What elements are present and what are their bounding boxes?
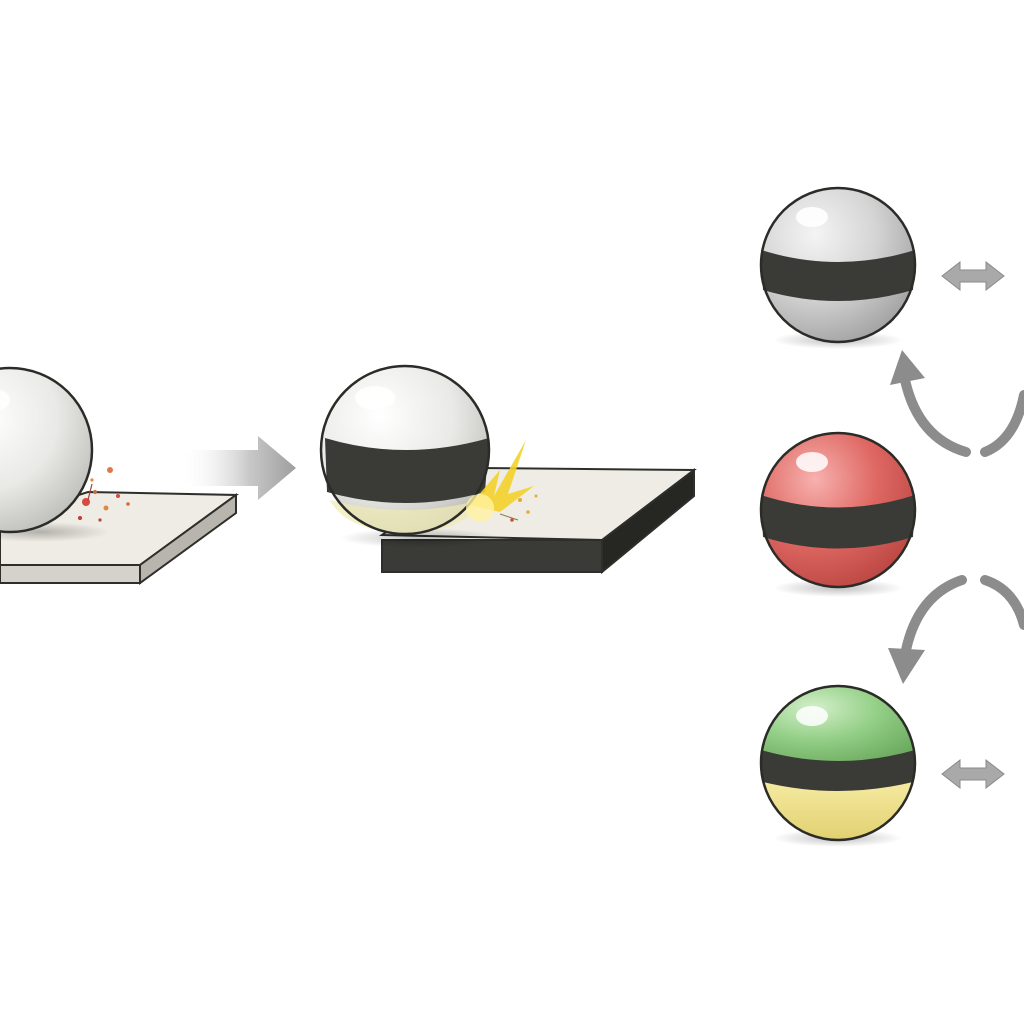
right-arrow-icon — [180, 436, 296, 500]
red-debris — [78, 467, 130, 522]
plain-ball — [0, 366, 94, 534]
impact-start-panel — [0, 366, 239, 585]
white-banded-ball — [319, 364, 491, 536]
ball-shadow — [340, 528, 500, 548]
curved-arrow-up-icon — [890, 350, 1024, 457]
impact-hit-panel — [319, 364, 697, 575]
curved-arrow-down-icon — [888, 575, 1024, 684]
double-arrow-icon — [941, 758, 1005, 790]
variant-gray — [759, 186, 917, 349]
ball-highlight — [0, 389, 10, 411]
double-arrow-icon — [941, 260, 1005, 292]
variant-green-yellow — [759, 684, 917, 847]
variant-red — [759, 431, 917, 597]
yellow-sparks — [466, 440, 538, 522]
